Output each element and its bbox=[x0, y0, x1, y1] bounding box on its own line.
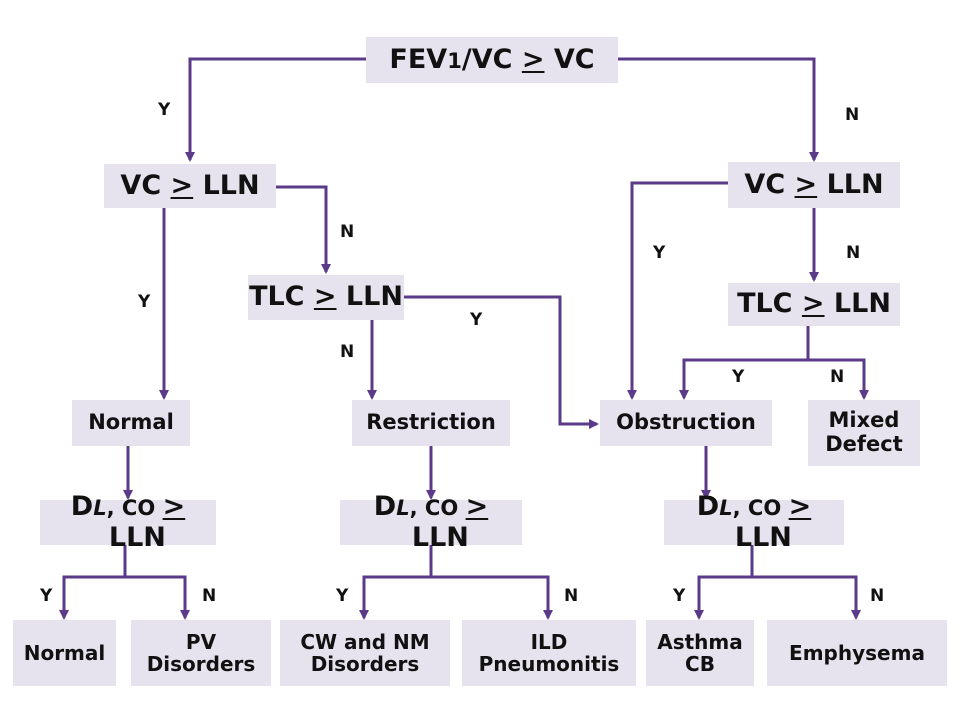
node-tlc-lln-right-text: TLC > LLN bbox=[737, 288, 891, 320]
leaf-pv-disorders-line1: PV bbox=[185, 629, 217, 654]
leaf-normal-label: Normal bbox=[23, 640, 106, 665]
edge-dlco-mid-to-cw bbox=[359, 575, 431, 620]
edge-label-dlco-right-no: N bbox=[870, 586, 885, 606]
node-mixed-defect-line1: Mixed bbox=[828, 408, 900, 433]
node-vc-lln-right: VC > LLN bbox=[728, 162, 900, 208]
node-normal-mid-label: Normal bbox=[88, 410, 174, 435]
node-tlc-lln-mid: TLC > LLN bbox=[248, 275, 404, 320]
edge-label-dlco-left-yes: Y bbox=[40, 586, 53, 606]
edge-dlco-left-to-normal bbox=[59, 575, 125, 620]
node-dlco-mid: DL, CO > LLN bbox=[340, 492, 522, 552]
node-mixed-defect: Mixed Defect bbox=[808, 400, 920, 466]
node-mixed-defect-line2: Defect bbox=[825, 432, 903, 456]
edge-label-tlc-mid-no: N bbox=[340, 342, 355, 362]
leaf-ild-pneumonitis-line2: Pneumonitis bbox=[478, 652, 620, 676]
node-vc-lln-left-text: VC > LLN bbox=[120, 169, 260, 201]
node-dlco-mid-text: DL, CO > LLN bbox=[373, 491, 489, 553]
edge-label-vc-right-yes: Y bbox=[653, 243, 666, 263]
leaf-pv-disorders: PV Disorders bbox=[131, 620, 271, 686]
leaf-asthma-cb-line2: CB bbox=[685, 652, 715, 676]
edge-label-dlco-mid-no: N bbox=[564, 586, 579, 606]
edge-dlco-left-to-pv bbox=[125, 575, 190, 620]
node-normal-mid: Normal bbox=[72, 400, 190, 446]
edge-root-to-vc-right bbox=[618, 57, 819, 162]
leaf-cw-nm-disorders: CW and NM Disorders bbox=[280, 620, 450, 686]
edge-label-vc-right-no: N bbox=[846, 243, 861, 263]
node-restriction-label: Restriction bbox=[366, 410, 496, 435]
edge-label-tlc-mid-yes: Y bbox=[470, 310, 483, 330]
leaf-emphysema: Emphysema bbox=[767, 620, 947, 686]
leaf-cw-nm-disorders-line2: Disorders bbox=[310, 652, 420, 676]
node-dlco-left-text: DL, CO > LLN bbox=[70, 491, 186, 553]
leaf-ild-pneumonitis-line1: ILD bbox=[530, 629, 568, 654]
edge-dlco-right-to-asthma bbox=[694, 575, 752, 620]
node-fev1-vc-ratio-text: FEV1/VC > VC bbox=[389, 43, 595, 75]
leaf-pv-disorders-line2: Disorders bbox=[146, 652, 256, 676]
edge-label-tlc-right-no: N bbox=[830, 367, 845, 387]
edge-root-to-vc-left bbox=[185, 57, 366, 162]
node-dlco-right-text: DL, CO > LLN bbox=[696, 491, 812, 553]
edge-tlc-right-to-mixed bbox=[808, 358, 869, 400]
edge-vc-left-to-tlc bbox=[276, 185, 331, 274]
node-fev1-vc-ratio: FEV1/VC > VC bbox=[366, 37, 618, 83]
edge-tlc-to-obstruction bbox=[404, 295, 599, 429]
node-vc-lln-left: VC > LLN bbox=[104, 164, 276, 208]
edge-label-vc-left-yes: Y bbox=[138, 292, 151, 312]
node-dlco-left: DL, CO > LLN bbox=[40, 492, 216, 552]
leaf-ild-pneumonitis: ILD Pneumonitis bbox=[462, 620, 636, 686]
edge-label-vc-left-no: N bbox=[340, 222, 355, 242]
edge-dlco-right-to-emphysema bbox=[752, 575, 861, 620]
leaf-emphysema-label: Emphysema bbox=[789, 640, 925, 665]
edge-label-dlco-right-yes: Y bbox=[673, 586, 686, 606]
edge-label-dlco-left-no: N bbox=[202, 586, 217, 606]
edge-vc-right-to-obstruction bbox=[627, 181, 728, 400]
edge-dlco-mid-to-ild bbox=[431, 575, 553, 620]
leaf-normal: Normal bbox=[13, 620, 116, 686]
edge-label-root-no: N bbox=[845, 105, 860, 125]
node-dlco-right: DL, CO > LLN bbox=[664, 492, 844, 552]
node-restriction: Restriction bbox=[352, 400, 510, 446]
node-obstruction: Obstruction bbox=[600, 400, 772, 446]
node-tlc-lln-mid-text: TLC > LLN bbox=[249, 281, 403, 313]
edge-label-root-yes: Y bbox=[158, 100, 171, 120]
edge-tlc-right-to-obstruction bbox=[679, 358, 808, 400]
leaf-asthma-cb: Asthma CB bbox=[646, 620, 754, 686]
leaf-asthma-cb-line1: Asthma bbox=[657, 629, 743, 654]
node-tlc-lln-right: TLC > LLN bbox=[728, 283, 900, 326]
edge-label-dlco-mid-yes: Y bbox=[336, 586, 349, 606]
node-obstruction-label: Obstruction bbox=[616, 410, 756, 435]
leaf-cw-nm-disorders-line1: CW and NM bbox=[300, 629, 430, 654]
node-vc-lln-right-text: VC > LLN bbox=[744, 168, 884, 200]
edge-label-tlc-right-yes: Y bbox=[732, 367, 745, 387]
